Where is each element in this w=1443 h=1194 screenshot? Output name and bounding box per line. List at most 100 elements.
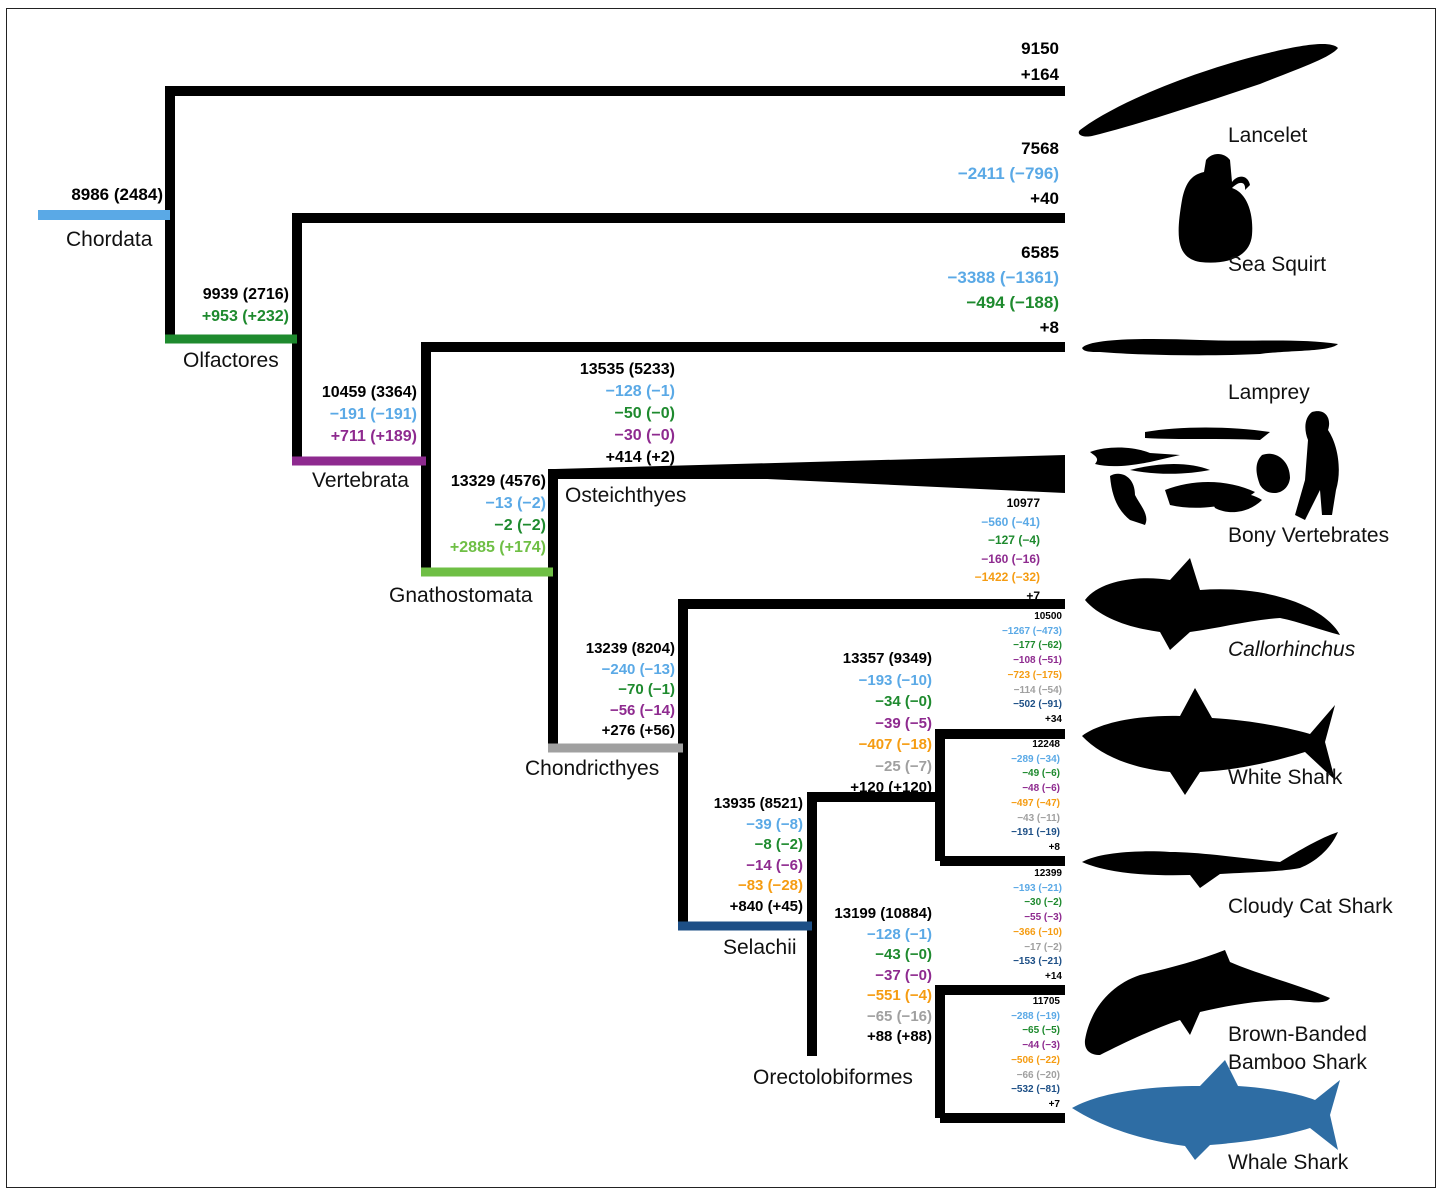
gene-count-leaves-lamprey-0: 6585: [1021, 244, 1059, 261]
gene-count-leaves-white_shark-7: +8: [1049, 843, 1060, 853]
branch-orecto: [940, 990, 1065, 1118]
gene-count-nodes-orectolobiformes-0: 13199 (10884): [834, 906, 932, 921]
gene-count-nodes-white_cat-5: −25 (−7): [875, 759, 932, 774]
gene-count-leaves-lamprey-2: −494 (−188): [966, 294, 1059, 311]
taxon-cloudy-cat-shark: Cloudy Cat Shark: [1228, 896, 1393, 917]
gene-count-nodes-osteichthyes-1: −128 (−1): [606, 384, 675, 400]
gene-count-leaves-cloudy_cat_shark-5: −17 (−2): [1024, 943, 1062, 953]
gene-count-nodes-vertebrata-0: 10459 (3364): [322, 385, 417, 401]
gene-count-nodes-orectolobiformes-1: −128 (−1): [867, 927, 932, 942]
gene-count-nodes-chondricthyes-4: +276 (+56): [602, 723, 675, 738]
gene-count-leaves-white_shark-2: −49 (−6): [1022, 769, 1060, 779]
gene-count-leaves-sea_squirt-2: +40: [1030, 190, 1059, 207]
gene-count-leaves-cloudy_cat_shark-6: −153 (−21): [1013, 957, 1062, 967]
callorhinchus-silhouette: [1085, 558, 1340, 650]
lamprey-silhouette: [1082, 339, 1338, 355]
bony-vertebrates-silhouette: [1090, 411, 1339, 525]
gene-count-leaves-callorhinchus-1: −1267 (−473): [1002, 627, 1062, 637]
gene-count-nodes-gnathostomata-1: −13 (−2): [486, 496, 546, 512]
clade-label-gnathostomata: Gnathostomata: [389, 585, 533, 606]
clade-label-vertebrata: Vertebrata: [312, 470, 409, 491]
gene-count-leaves-white_shark-4: −497 (−47): [1011, 799, 1060, 809]
gene-count-leaves-lancelet-0: 9150: [1021, 40, 1059, 57]
branch-sea-squirt: [297, 218, 1065, 462]
gene-count-nodes-osteichthyes-2: −50 (−0): [615, 406, 675, 422]
gene-count-leaves-lancelet-1: +164: [1021, 66, 1059, 83]
whale-shark-silhouette: [1072, 1060, 1340, 1160]
gene-count-nodes-chondricthyes-0: 13239 (8204): [586, 641, 675, 656]
gene-count-nodes-orectolobiformes-3: −37 (−0): [875, 968, 932, 983]
gene-count-nodes-osteichthyes-3: −30 (−0): [615, 428, 675, 444]
gene-count-leaves-sea_squirt-0: 7568: [1021, 140, 1059, 157]
gene-count-nodes-orectolobiformes-6: +88 (+88): [867, 1029, 932, 1044]
gene-count-leaves-cloudy_cat_shark-2: −30 (−2): [1024, 898, 1062, 908]
taxon-bamboo-line1: Brown-Banded: [1228, 1024, 1367, 1045]
gene-count-leaves-cloudy_cat_shark-1: −193 (−21): [1013, 884, 1062, 894]
gene-count-nodes-white_cat-2: −34 (−0): [875, 694, 932, 709]
gene-count-nodes-orectolobiformes-2: −43 (−0): [875, 947, 932, 962]
gene-count-nodes-gnathostomata-3: +2885 (+174): [450, 540, 546, 556]
gene-count-nodes-chondricthyes-2: −70 (−1): [618, 682, 675, 697]
clade-label-chordata: Chordata: [66, 229, 152, 250]
gene-count-nodes-selachii-1: −39 (−8): [746, 817, 803, 832]
gene-count-leaves-lamprey-1: −3388 (−1361): [947, 269, 1059, 286]
gene-count-nodes-selachii-0: 13935 (8521): [714, 796, 803, 811]
gene-count-leaves-bony-0: 10977: [1007, 497, 1040, 509]
gene-count-nodes-white_cat-3: −39 (−5): [875, 716, 932, 731]
gene-count-leaves-bamboo-7: +7: [1049, 1100, 1060, 1110]
gene-count-leaves-white_shark-1: −289 (−34): [1011, 755, 1060, 765]
gene-count-leaves-callorhinchus-4: −723 (−175): [1008, 671, 1063, 681]
taxon-bony-vertebrates: Bony Vertebrates: [1228, 525, 1389, 546]
gene-count-leaves-white_shark-3: −48 (−6): [1022, 784, 1060, 794]
taxon-lamprey: Lamprey: [1228, 382, 1310, 403]
gene-count-leaves-bamboo-1: −288 (−19): [1011, 1012, 1060, 1022]
gene-count-leaves-bony-5: +7: [1026, 590, 1040, 602]
gene-count-nodes-selachii-5: +840 (+45): [730, 899, 803, 914]
gene-count-nodes-white_cat-0: 13357 (9349): [843, 651, 932, 666]
gene-count-nodes-vertebrata-2: +711 (+189): [331, 429, 417, 445]
clade-label-selachii: Selachii: [723, 937, 797, 958]
taxon-white-shark: White Shark: [1228, 767, 1342, 788]
gene-count-leaves-callorhinchus-5: −114 (−54): [1014, 686, 1062, 696]
gene-count-nodes-selachii-2: −8 (−2): [755, 837, 803, 852]
gene-count-nodes-chondricthyes-3: −56 (−14): [610, 703, 675, 718]
gene-count-nodes-olfactores-1: +953 (+232): [202, 309, 289, 325]
gene-count-leaves-callorhinchus-0: 10500: [1034, 612, 1062, 622]
gene-count-nodes-white_cat-6: +120 (+120): [850, 780, 932, 795]
clade-label-chondricthyes: Chondricthyes: [525, 758, 659, 779]
gene-count-nodes-gnathostomata-0: 13329 (4576): [451, 474, 546, 490]
gene-count-leaves-bamboo-6: −532 (−81): [1011, 1085, 1060, 1095]
gene-count-leaves-white_shark-6: −191 (−19): [1011, 828, 1060, 838]
lancelet-silhouette: [1079, 44, 1338, 136]
gene-count-leaves-cloudy_cat_shark-7: +14: [1045, 972, 1062, 982]
taxon-lancelet: Lancelet: [1228, 125, 1307, 146]
gene-count-leaves-bamboo-0: 11705: [1033, 997, 1060, 1007]
gene-count-nodes-gnathostomata-2: −2 (−2): [494, 518, 546, 534]
gene-count-leaves-white_shark-0: 12248: [1032, 740, 1060, 750]
gene-count-nodes-white_cat-1: −193 (−10): [859, 673, 932, 688]
clade-label-orectolobiformes: Orectolobiformes: [753, 1067, 913, 1088]
gene-count-nodes-osteichthyes-4: +414 (+2): [606, 450, 675, 466]
gene-count-leaves-bamboo-5: −66 (−20): [1017, 1071, 1060, 1081]
gene-count-nodes-osteichthyes-0: 13535 (5233): [580, 362, 675, 378]
sea-squirt-silhouette: [1179, 154, 1253, 263]
taxon-callorhinchus: Callorhinchus: [1228, 639, 1355, 660]
gene-count-leaves-bony-4: −1422 (−32): [975, 571, 1040, 583]
taxon-sea-squirt: Sea Squirt: [1228, 254, 1326, 275]
gene-count-leaves-bamboo-4: −506 (−22): [1011, 1056, 1060, 1066]
gene-count-nodes-olfactores-0: 9939 (2716): [203, 287, 289, 303]
gene-count-leaves-callorhinchus-6: −502 (−91): [1013, 700, 1062, 710]
gene-count-nodes-orectolobiformes-5: −65 (−16): [867, 1009, 932, 1024]
gene-count-nodes-selachii-4: −83 (−28): [738, 878, 803, 893]
gene-count-leaves-white_shark-5: −43 (−11): [1017, 814, 1060, 824]
gene-count-leaves-lamprey-3: +8: [1040, 319, 1059, 336]
gene-count-leaves-bamboo-2: −65 (−5): [1022, 1026, 1060, 1036]
gene-count-leaves-sea_squirt-1: −2411 (−796): [958, 165, 1059, 182]
gene-count-leaves-callorhinchus-7: +34: [1045, 715, 1062, 725]
gene-count-leaves-bamboo-3: −44 (−3): [1022, 1041, 1060, 1051]
gene-count-leaves-callorhinchus-3: −108 (−51): [1013, 656, 1062, 666]
gene-count-nodes-white_cat-4: −407 (−18): [859, 737, 932, 752]
gene-count-nodes-vertebrata-1: −191 (−191): [330, 407, 417, 423]
gene-count-leaves-cloudy_cat_shark-0: 12399: [1034, 869, 1062, 879]
